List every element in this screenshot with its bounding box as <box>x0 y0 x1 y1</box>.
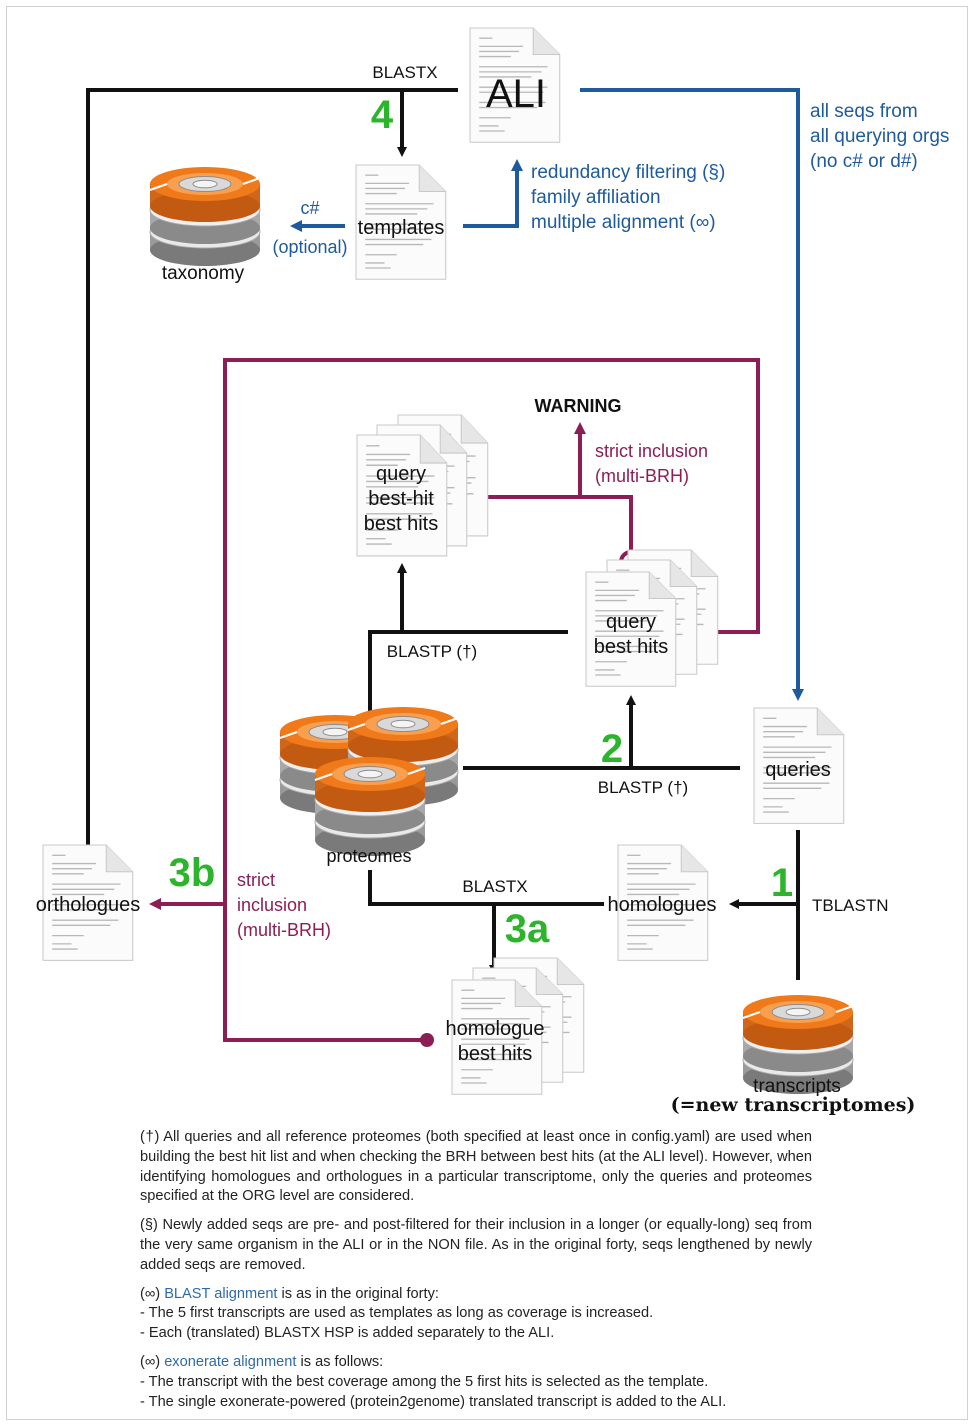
family-label: family affiliation <box>531 187 661 208</box>
all-seqs-label-3: (no c# or d#) <box>810 151 918 172</box>
homologues-label: homologues <box>608 894 717 916</box>
step-4-label: 4 <box>371 93 394 137</box>
proteomes-db-icon <box>279 706 459 857</box>
note-exo-line-2: - The single exonerate-powered (protein2… <box>140 1393 727 1410</box>
all-seqs-label-1: all seqs from <box>810 101 918 122</box>
step-1-label: 1 <box>771 861 793 905</box>
blastx-bottom-line <box>368 870 604 906</box>
note-blast-prefix: (∞) <box>140 1285 165 1302</box>
blastp-top-line <box>368 630 568 715</box>
blastp-bottom-label: BLASTP (†) <box>598 778 688 797</box>
blastx-top-label: BLASTX <box>372 63 437 82</box>
note-section: (§) Newly added seqs are pre- and post-f… <box>140 1217 812 1273</box>
note-blast: (∞) BLAST alignment is as in the origina… <box>140 1285 812 1344</box>
step-3a-label: 3a <box>505 907 550 951</box>
templates-label: templates <box>358 217 445 239</box>
note-exonerate: (∞) exonerate alignment is as follows: -… <box>140 1353 812 1412</box>
queries-label: queries <box>765 759 831 781</box>
query-best-hit-label-2: best-hit <box>368 488 434 510</box>
note-exo-suffix: is as follows: <box>296 1353 384 1370</box>
footnotes: (†) All queries and all reference proteo… <box>140 1128 812 1421</box>
orthologues-label: orthologues <box>36 894 141 916</box>
query-best-hit-label-3: best hits <box>364 513 438 535</box>
transcripts-label: transcripts <box>753 1076 841 1097</box>
blast-alignment-link[interactable]: BLAST alignment <box>164 1285 278 1302</box>
strict-left-label-3: (multi-BRH) <box>237 920 331 940</box>
note-blast-line-1: - The 5 first transcripts are used as te… <box>140 1305 654 1322</box>
note-blast-line-2: - Each (translated) BLASTX HSP is added … <box>140 1325 555 1342</box>
proteomes-label: proteomes <box>326 846 411 866</box>
strict-top-label-2: (multi-BRH) <box>595 466 689 486</box>
all-seqs-arrow <box>580 88 804 701</box>
taxonomy-label: taxonomy <box>162 263 245 284</box>
warning-label: WARNING <box>535 396 622 416</box>
warning-connector <box>463 495 633 555</box>
blastx-bottom-label: BLASTX <box>462 877 527 896</box>
exonerate-alignment-link[interactable]: exonerate alignment <box>164 1353 297 1370</box>
strict-left-label-2: inclusion <box>237 895 307 915</box>
note-exo-line-1: - The transcript with the best coverage … <box>140 1373 709 1390</box>
query-best-hits-label-2: best hits <box>594 636 668 658</box>
c-hash-label: c# <box>300 198 319 218</box>
tblastn-label: TBLASTN <box>812 896 889 915</box>
blastp-top-label: BLASTP (†) <box>387 642 477 661</box>
transcripts-note-label: (=new transcriptomes) <box>671 1094 916 1116</box>
ali-label: ALI <box>486 72 546 116</box>
redundancy-label: redundancy filtering (§) <box>531 162 725 183</box>
optional-label: (optional) <box>272 237 347 257</box>
step-2-label: 2 <box>601 727 623 771</box>
note-dagger: (†) All queries and all reference proteo… <box>140 1129 812 1205</box>
purple-outer-loop <box>223 358 760 1042</box>
query-best-hits-label-1: query <box>606 611 656 633</box>
workflow-diagram: ALI templates taxonomy query best-hit be… <box>36 27 949 1116</box>
query-best-hit-label-1: query <box>376 463 426 485</box>
homologue-best-hits-label-1: homologue <box>446 1018 545 1040</box>
all-seqs-label-2: all querying orgs <box>810 126 949 147</box>
strict-top-label-1: strict inclusion <box>595 441 708 461</box>
taxonomy-db-icon <box>149 166 261 267</box>
note-blast-suffix: is as in the original forty: <box>277 1285 439 1302</box>
redundancy-arrow <box>463 159 523 228</box>
multiple-label: multiple alignment (∞) <box>531 212 716 233</box>
note-exo-prefix: (∞) <box>140 1353 165 1370</box>
homologue-best-hits-label-2: best hits <box>458 1043 532 1065</box>
step-3b-label: 3b <box>169 851 216 895</box>
blastx-top-line <box>86 88 458 845</box>
strict-left-label-1: strict <box>237 870 275 890</box>
